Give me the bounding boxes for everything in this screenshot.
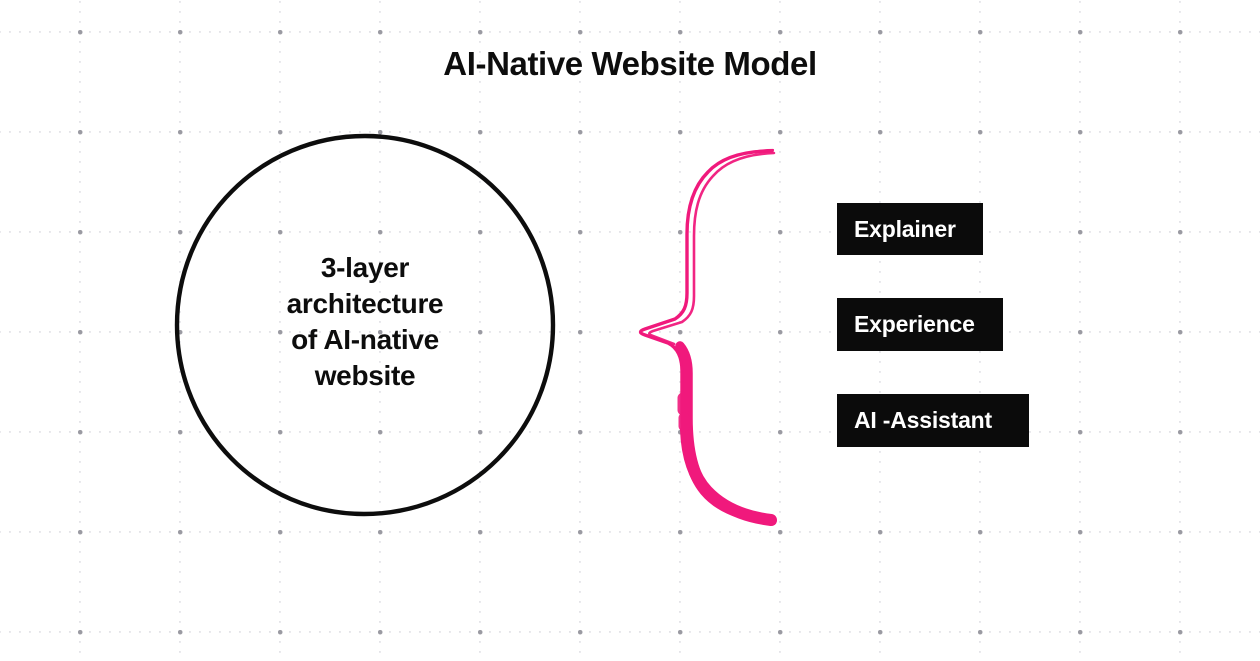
concept-circle: [174, 133, 556, 517]
circle-caption: 3-layer architecture of AI-native websit…: [174, 250, 556, 394]
circle-caption-line-1: 3-layer: [320, 252, 410, 283]
label-chip-explainer-text: Explainer: [854, 215, 956, 242]
circle-caption-line-3: of AI-native: [291, 324, 439, 355]
page-title: AI-Native Website Model: [443, 45, 817, 82]
circle-caption-line-4: website: [314, 360, 416, 391]
circle-caption-line-2: architecture: [286, 288, 444, 319]
label-chip-ai-assistant[interactable]: AI -Assistant: [837, 394, 1029, 447]
label-chip-explainer[interactable]: Explainer: [837, 203, 983, 255]
face-profile-icon: [612, 130, 802, 530]
label-chip-experience-text: Experience: [854, 311, 975, 337]
label-chip-experience[interactable]: Experience: [837, 298, 1003, 351]
label-chip-ai-assistant-text: AI -Assistant: [854, 407, 992, 433]
